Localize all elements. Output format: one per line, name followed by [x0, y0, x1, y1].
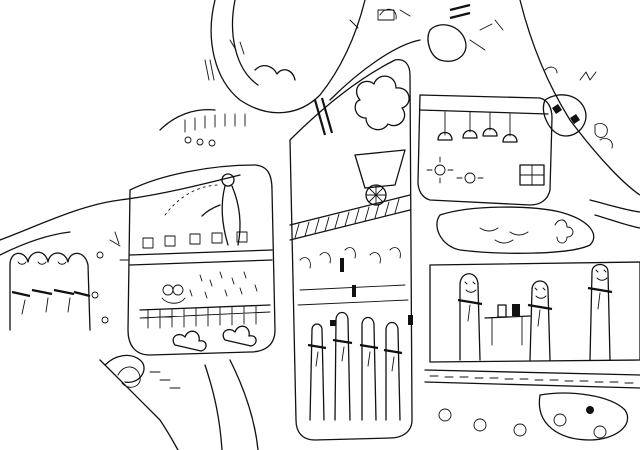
block-left-room	[127, 164, 276, 356]
top-left-decorations	[159, 39, 334, 147]
block-left-figures	[9, 231, 129, 331]
block-central-room	[289, 59, 413, 441]
bottom-right-details	[429, 375, 634, 441]
block-lamp-room	[417, 3, 553, 206]
misc-doodles	[104, 8, 411, 389]
block-right-pool	[436, 206, 595, 254]
block-right-room	[429, 261, 640, 363]
top-right-characters	[542, 66, 613, 149]
